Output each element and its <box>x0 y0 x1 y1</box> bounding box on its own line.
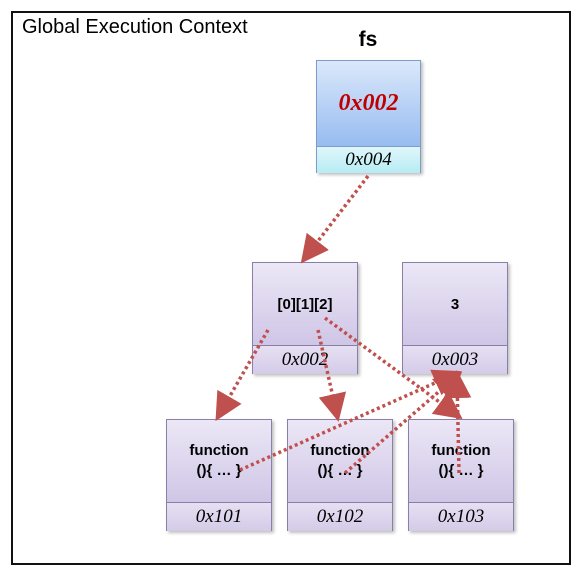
number-content: 3 <box>403 263 507 345</box>
function-body: (){ … } <box>438 462 484 479</box>
function-body: (){ … } <box>196 462 242 479</box>
function-content: function (){ … } <box>409 420 513 502</box>
function-object-box: function (){ … } 0x103 <box>408 419 514 531</box>
function-object-box: function (){ … } 0x102 <box>287 419 393 531</box>
function-address: 0x103 <box>409 502 513 531</box>
variable-fs-box: 0x002 0x004 <box>316 60 421 173</box>
variable-name: fs <box>358 28 378 51</box>
number-address: 0x003 <box>403 345 507 374</box>
function-keyword: function <box>310 442 370 459</box>
function-keyword: function <box>431 442 491 459</box>
function-content: function (){ … } <box>288 420 392 502</box>
function-body: (){ … } <box>317 462 363 479</box>
variable-address: 0x004 <box>317 146 420 173</box>
number-object-box: 3 0x003 <box>402 262 508 374</box>
function-address: 0x102 <box>288 502 392 531</box>
context-title: Global Execution Context <box>22 16 248 38</box>
function-keyword: function <box>189 442 249 459</box>
function-address: 0x101 <box>167 502 271 531</box>
function-object-box: function (){ … } 0x101 <box>166 419 272 531</box>
array-object-box: [0][1][2] 0x002 <box>252 262 358 374</box>
function-content: function (){ … } <box>167 420 271 502</box>
array-content: [0][1][2] <box>253 263 357 345</box>
array-address: 0x002 <box>253 345 357 374</box>
variable-value: 0x002 <box>317 61 420 146</box>
